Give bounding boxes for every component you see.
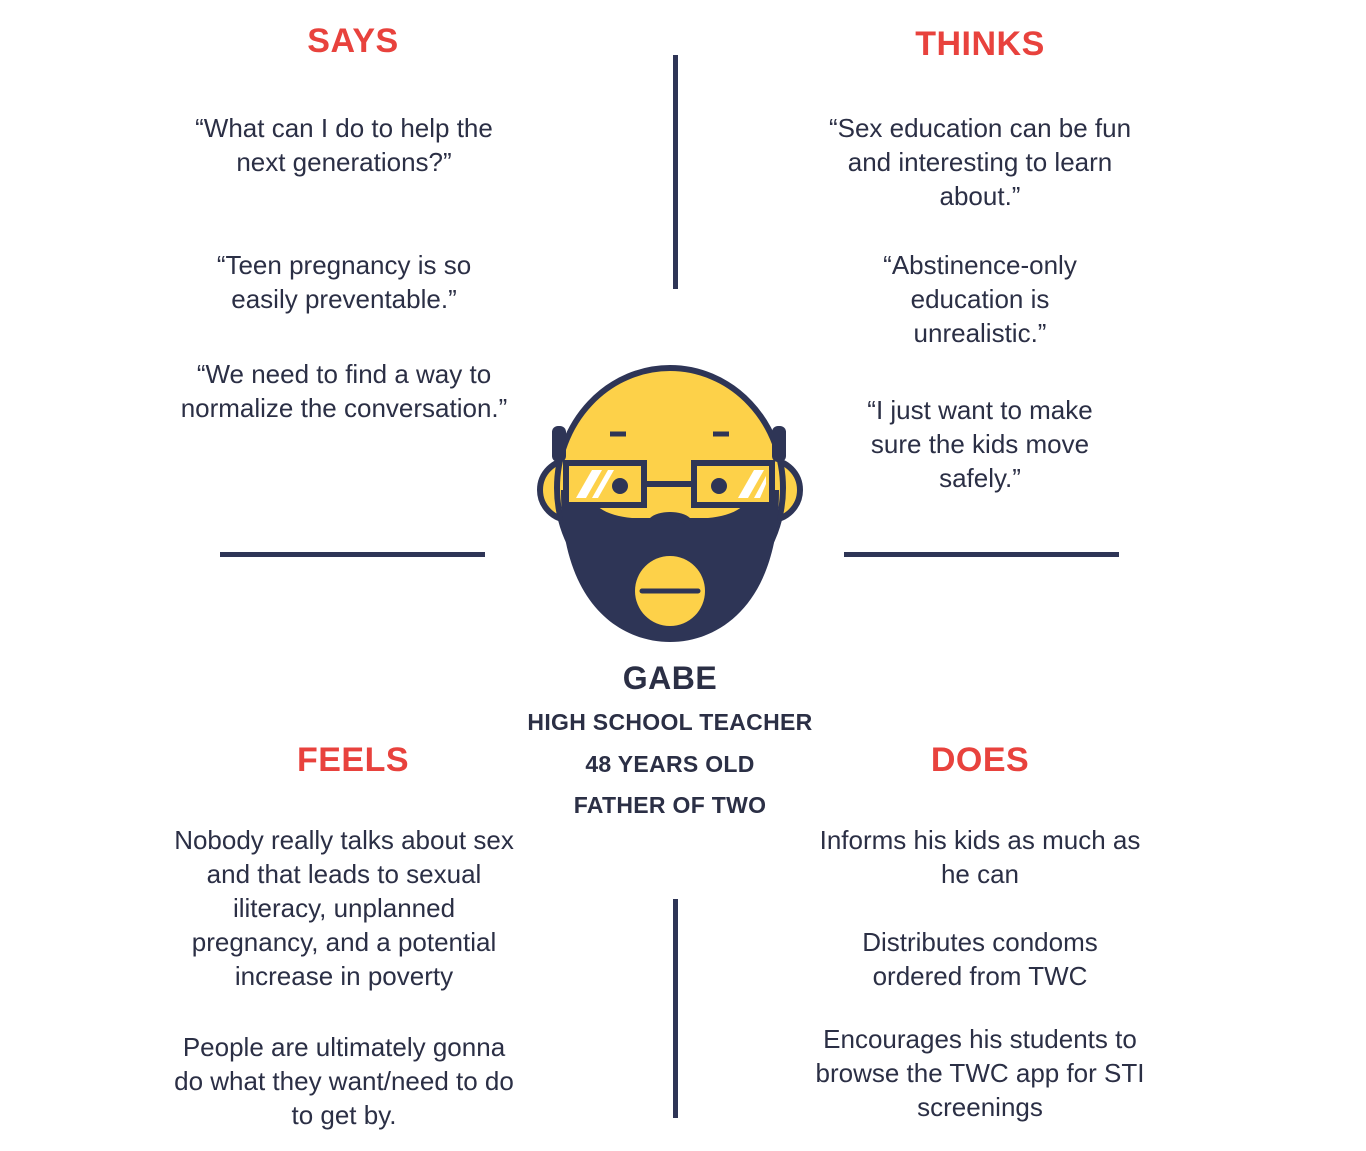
thinks-quote-3: “I just want to make sure the kids move … — [867, 395, 1093, 493]
persona-occupation: HIGH SCHOOL TEACHER — [527, 709, 813, 735]
persona-age: 48 YEARS OLD — [585, 751, 755, 777]
does-item-1: Informs his kids as much as he can — [819, 825, 1141, 889]
says-heading: SAYS — [307, 22, 399, 60]
bearded-man-with-glasses-icon — [537, 365, 803, 642]
left-sideburn — [552, 426, 566, 462]
feels-heading: FEELS — [296, 741, 410, 779]
divider-right-horizontal — [844, 552, 1119, 557]
divider-left-horizontal — [220, 552, 485, 557]
glasses — [563, 460, 775, 508]
thinks-quote-1: “Sex education can be fun and interestin… — [828, 113, 1132, 211]
divider-top-vertical — [673, 55, 678, 289]
right-sideburn — [772, 426, 786, 462]
thinks-heading: THINKS — [915, 25, 1045, 63]
says-quote-3: “We need to find a way to normalize the … — [180, 359, 508, 423]
feels-item-2: People are ultimately gonna do what they… — [174, 1032, 514, 1130]
feels-item-1: Nobody really talks about sex and that l… — [174, 825, 514, 991]
thinks-quote-2: “Abstinence-only education is unrealisti… — [883, 250, 1077, 348]
does-heading: DOES — [930, 741, 1030, 779]
does-item-2: Distributes condoms ordered from TWC — [862, 927, 1098, 991]
persona-family: FATHER OF TWO — [573, 792, 767, 818]
persona-name: GABE — [622, 660, 718, 696]
nose — [649, 512, 691, 536]
does-item-3: Encourages his students to browse the TW… — [815, 1024, 1145, 1122]
says-quote-1: “What can I do to help the next generati… — [195, 113, 493, 177]
says-quote-2: “Teen pregnancy is so easily preventable… — [216, 250, 472, 314]
divider-bottom-vertical — [673, 899, 678, 1118]
